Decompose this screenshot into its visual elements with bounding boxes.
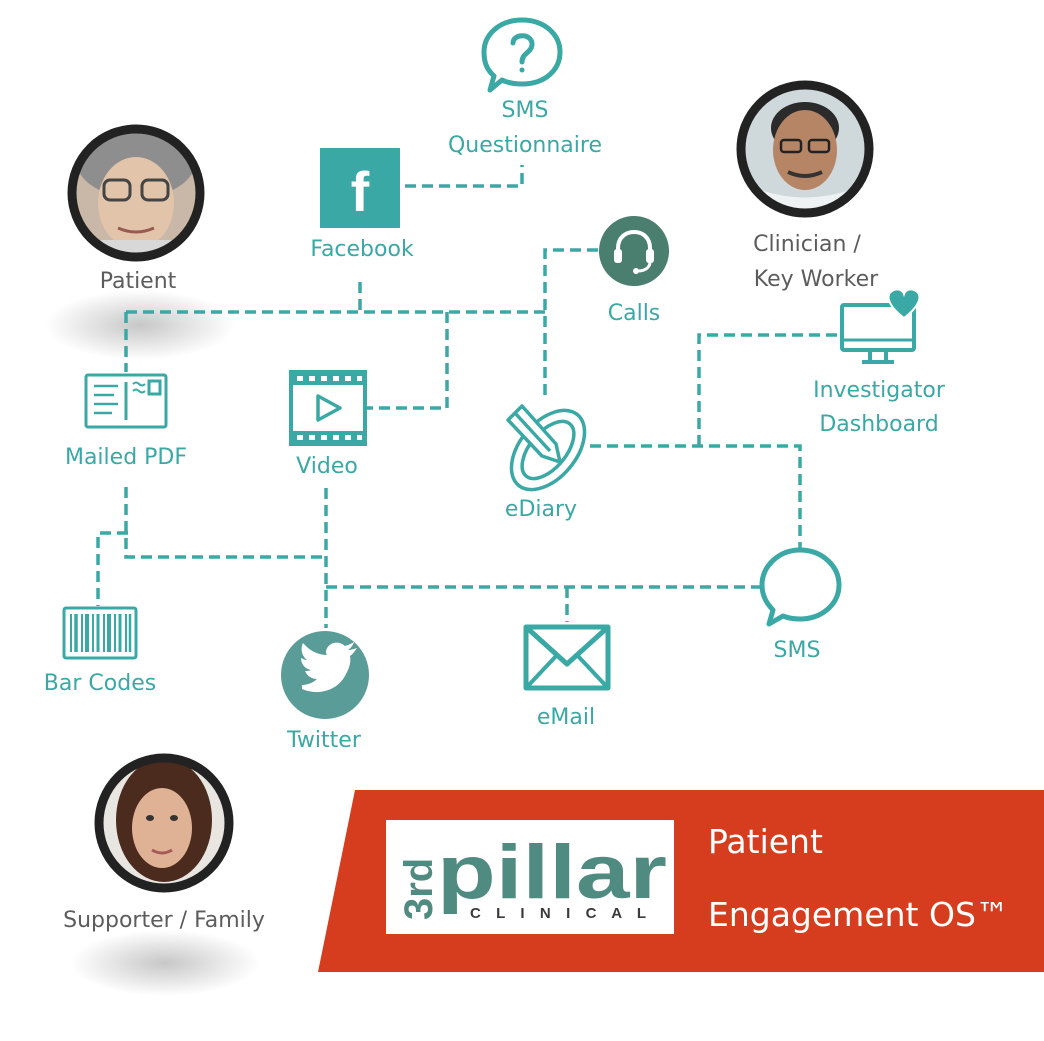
banner-title-line2: Engagement OS™	[708, 895, 1009, 934]
question-speech-bubble-icon	[481, 17, 563, 93]
speech-bubble-icon	[759, 547, 842, 627]
postcard-icon	[84, 373, 168, 429]
bird-icon	[281, 631, 369, 719]
clinician-avatar	[736, 80, 874, 218]
logo-subtitle: C L I N I C A L	[470, 905, 646, 922]
investigator-dashboard-label-line1: Investigator	[813, 378, 946, 403]
patient-avatar	[67, 124, 205, 262]
barcode-icon	[62, 606, 138, 660]
supporter-shadow	[70, 930, 260, 996]
supporter-label: Supporter / Family	[63, 908, 265, 933]
brand-banner: 3rd pillar C L I N I C A L Patient Engag…	[318, 790, 1044, 972]
facebook-label: Facebook	[310, 237, 414, 262]
brand-logo: 3rd pillar C L I N I C A L	[386, 820, 674, 934]
email-label: eMail	[537, 705, 595, 730]
investigator-dashboard-label-line2: Dashboard	[819, 412, 938, 437]
calls-label: Calls	[608, 301, 661, 326]
video-label: Video	[296, 454, 358, 479]
patient-shadow	[45, 290, 235, 360]
patient-label: Patient	[100, 269, 177, 294]
sms-questionnaire-label-line2: Questionnaire	[448, 133, 602, 158]
logo-wordmark: pillar	[437, 830, 667, 915]
clinician-label-line2: Key Worker	[754, 267, 879, 292]
mailed-pdf-label: Mailed PDF	[65, 445, 187, 470]
logo-prefix: 3rd	[397, 858, 441, 920]
sms-label: SMS	[774, 638, 821, 663]
envelope-icon	[523, 624, 611, 691]
facebook-icon: f	[320, 148, 400, 228]
bar-codes-label: Bar Codes	[44, 671, 156, 696]
twitter-label: Twitter	[286, 728, 362, 753]
clinician-label-line1: Clinician /	[753, 232, 861, 257]
pen-disc-icon	[506, 404, 587, 492]
monitor-heart-icon	[840, 288, 921, 364]
ediary-label: eDiary	[505, 497, 577, 522]
supporter-avatar	[94, 753, 234, 893]
connector-lines	[96, 165, 838, 628]
svg-text:f: f	[351, 160, 370, 223]
sms-questionnaire-label-line1: SMS	[502, 98, 549, 123]
film-play-icon	[289, 370, 367, 446]
banner-title-line1: Patient	[708, 822, 823, 861]
headset-icon	[599, 216, 669, 286]
